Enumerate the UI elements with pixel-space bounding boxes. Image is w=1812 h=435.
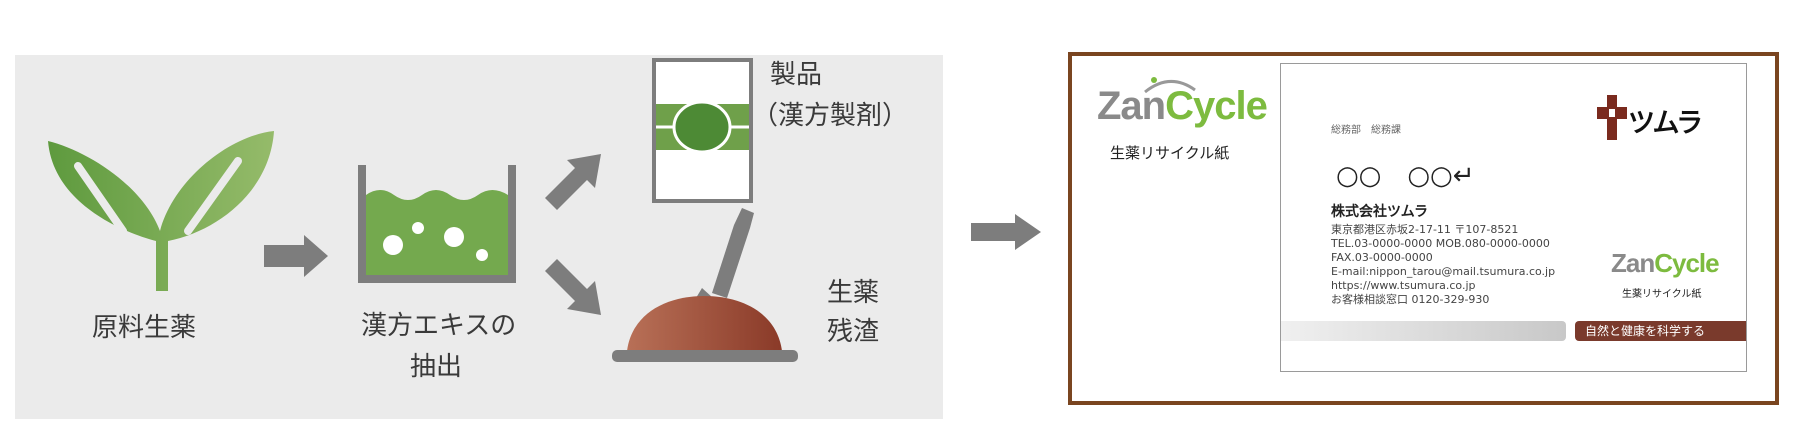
business-card (1280, 63, 1747, 372)
herb-residue-icon (612, 208, 798, 362)
zancycle-logo: ZanCycle (1097, 84, 1268, 128)
label-residue-1: 生薬 (827, 278, 880, 308)
tsumura-logo-text: ツムラ (1628, 108, 1703, 139)
label-product-1: 製品 (770, 60, 823, 90)
extraction-tank-icon (358, 165, 516, 283)
card-support: お客様相談窓口 0120-329-930 (1331, 293, 1490, 306)
card-slogan-bar: 自然と健康を科学する (1575, 321, 1746, 341)
card-tel: TEL.03-0000-0000 MOB.080-0000-0000 (1331, 237, 1550, 250)
card-contact-lines: 東京都港区赤坂2-17-11 〒107-8521 TEL.03-0000-000… (1331, 223, 1555, 307)
product-package-icon (652, 58, 753, 203)
sprout-icon (48, 131, 274, 291)
card-email: E-mail:nippon_tarou@mail.tsumura.co.jp (1331, 265, 1556, 278)
card-company: 株式会社ツムラ (1331, 204, 1429, 220)
arrow-up-right-icon (545, 154, 601, 210)
label-extraction-2: 抽出 (410, 352, 463, 382)
card-gray-bar (1281, 321, 1566, 341)
card-department: 総務部 総務課 (1331, 125, 1401, 136)
label-extraction-1: 漢方エキスの (361, 311, 517, 341)
card-fax: FAX.03-0000-0000 (1331, 251, 1433, 264)
arrow-down-right-icon (545, 259, 601, 315)
arrow-right-icon (971, 214, 1041, 250)
card-url: https://www.tsumura.co.jp (1331, 279, 1476, 292)
leaf-arc-icon (1144, 77, 1196, 94)
zancycle-logo-small: ZanCycle (1611, 248, 1720, 278)
logo-caption: 生薬リサイクル紙 (1110, 144, 1230, 162)
label-product-2: （漢方製剤） (752, 101, 909, 131)
card-address: 東京都港区赤坂2-17-11 〒107-8521 (1331, 223, 1519, 236)
label-raw-herbs: 原料生薬 (92, 313, 197, 343)
card-name: ○○ ○○↵ (1336, 161, 1475, 191)
arrow-right-icon (264, 235, 328, 277)
tsumura-cross-icon (1597, 95, 1627, 140)
label-residue-2: 残渣 (827, 317, 880, 347)
logo-caption-small: 生薬リサイクル紙 (1622, 289, 1702, 300)
